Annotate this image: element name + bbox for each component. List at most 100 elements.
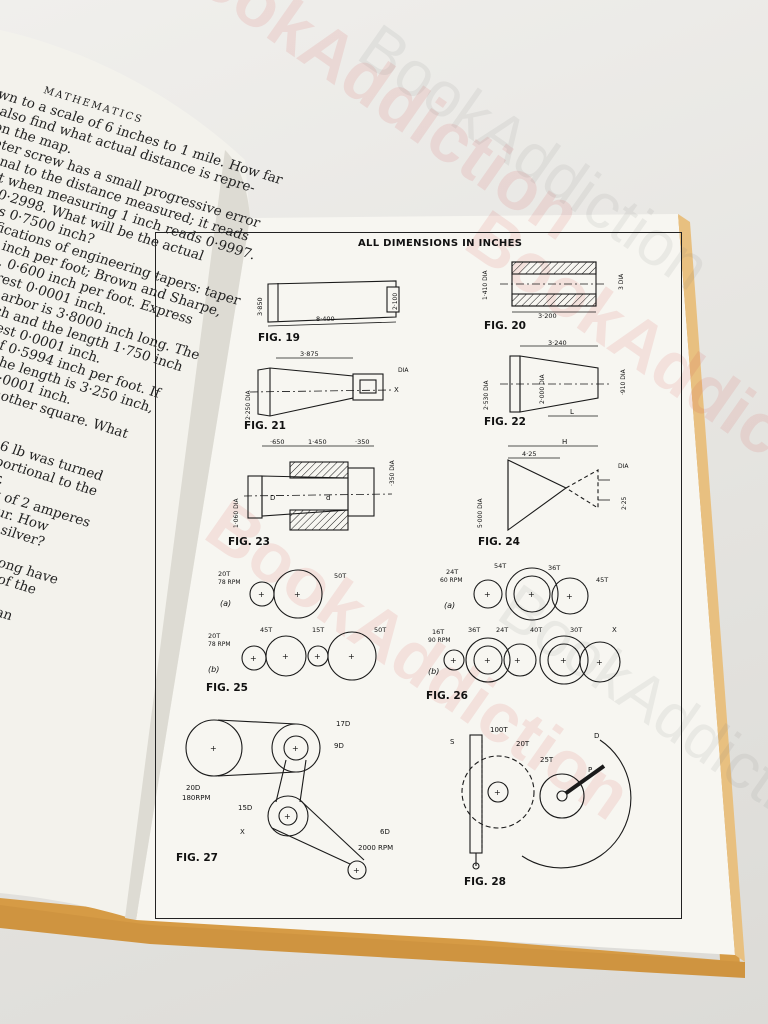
fig25a-rpm: 78 RPM [218,579,241,586]
fig28-pointer: P [588,766,592,774]
fig27-p1rpm: 180RPM [182,794,211,802]
fig19-drawing: 8·400 3·850 2·100 [256,280,400,327]
fig21-dim-length: 3·875 [300,350,319,358]
svg-text:+: + [528,590,535,599]
fig19-dim-left: 3·850 [256,297,264,316]
svg-text:+: + [282,652,289,661]
fig22-dim-l: L [570,408,574,416]
fig26b-g5: 30T [570,626,582,634]
fig23-label: FIG. 23 [228,536,270,548]
gutter-shadow [125,150,250,920]
book-cover-bottom [0,905,745,978]
fig24-dim-a: 4·25 [522,450,536,458]
figure-frame [155,232,682,919]
fig22-dim-top: 3·240 [548,339,567,347]
fig23-dim-b: 1·450 [308,438,327,446]
fig23-dim-c: ·350 [355,438,369,446]
svg-text:+: + [210,744,217,753]
svg-text:+: + [250,654,257,663]
fig23-dim-right: ·350 DIA [389,459,396,486]
fig23-drawing: ·650 1·450 ·350 1·060 DIA D d ·350 DIA [233,438,396,531]
fig24-dim-left: 5·000 DIA [477,498,484,528]
fig23-dim-D: D [270,494,275,502]
fig27-p1: 20D [186,784,200,792]
fig24-dim-H: H [562,438,567,446]
fig21-drawing: 3·875 2·250 DIA DIA X [245,350,409,420]
svg-text:+: + [353,866,360,875]
fig20-label: FIG. 20 [484,320,526,332]
fig23-dim-d: d [326,494,330,502]
svg-text:+: + [292,744,299,753]
fig26-label: FIG. 26 [426,690,468,702]
fig26b-g1: 16T [432,628,444,636]
fig25a-tag: (a) [220,599,231,608]
fig25b-g4: 50T [374,626,386,634]
svg-text:+: + [494,788,501,797]
svg-text:+: + [514,656,521,665]
fig26b-g4: 40T [530,626,542,634]
fig28-rack: S [450,738,455,746]
fig22-dim-left: 2·530 DIA [483,380,490,410]
fig25b-tag: (b) [208,665,219,674]
fig26a-g2: 54T [494,562,506,570]
fig28-g3: 25T [540,756,554,764]
svg-text:+: + [348,652,355,661]
fig24-label: FIG. 24 [478,536,520,548]
fig27-p6: 6D [380,828,390,836]
fig24-dim-dia: DIA [618,463,629,470]
fig26a-tag: (a) [444,601,455,610]
svg-text:+: + [450,656,457,665]
fig20-drawing: 3·200 1·410 DIA 3 DIA [482,261,625,320]
svg-text:+: + [484,590,491,599]
fig25a-g1: 20T [218,570,230,578]
fig24-drawing: H 4·25 5·000 DIA 2·25 DIA [477,438,629,532]
fig26a-g1: 24T [446,568,458,576]
right-page-edge-shadow [678,214,745,962]
fig22-dim-mid: 2·000 DIA [539,374,546,404]
fig25b-g1: 20T [208,632,220,640]
fig22-label: FIG. 22 [484,416,526,428]
fig23-dim-a: ·650 [270,438,284,446]
fig27-p5: X [240,828,245,836]
fig27-p2: 17D [336,720,350,728]
fig21-dim-dia: DIA [398,367,409,374]
fig27-label: FIG. 27 [176,852,218,864]
fig28-g2: 20T [516,740,530,748]
svg-text:+: + [484,656,491,665]
fig27-drawing: + + + + 20D 180RPM 17D 9D 15D X 6D 2000 … [182,719,393,880]
fig26-drawing: + + + 24T 60 RPM 54T 36T 45T (a) + + + +… [428,562,621,685]
fig27-p3: 9D [334,742,344,750]
fig25-drawing: + + 20T 78 RPM 50T (a) + + + + 20T 78 RP… [208,569,386,681]
fig26a-g3: 36T [548,564,560,572]
fig25b-g3: 15T [312,626,324,634]
fig24-dim-right: 2·25 [621,496,628,510]
page-heading: ALL DIMENSIONS IN INCHES [358,238,523,249]
fig28-dial: D [594,732,599,740]
svg-text:+: + [294,590,301,599]
fig23-dim-small: 1·060 DIA [233,498,240,528]
fig25a-g2: 50T [334,572,346,580]
fig21-dim-x: X [394,386,399,394]
fig21-dim-large: 2·250 DIA [245,390,252,420]
fig26b-g6: X [612,626,617,634]
svg-text:+: + [560,656,567,665]
svg-text:+: + [284,812,291,821]
fig26a-rpm: 60 RPM [440,577,463,584]
fig27-p6rpm: 2000 RPM [358,844,393,852]
fig26b-tag: (b) [428,667,439,676]
fig19-label: FIG. 19 [258,332,300,344]
fig26b-rpm: 90 RPM [428,637,451,644]
fig21-label: FIG. 21 [244,420,286,432]
fig20-dim-length: 3·200 [538,312,557,320]
fig28-drawing: + S 100T 20T 25T D P [450,726,632,870]
fig19-dim-right: 2·100 [392,293,399,310]
fig26b-g2: 36T [468,626,480,634]
fig28-g1: 100T [490,726,508,734]
fig28-label: FIG. 28 [464,876,506,888]
fig20-dim-od: 3 DIA [618,273,625,290]
fig25b-g2: 45T [260,626,272,634]
fig27-p4: 15D [238,804,252,812]
fig26b-g3: 24T [496,626,508,634]
fig22-dim-right: ·910 DIA [620,368,627,395]
